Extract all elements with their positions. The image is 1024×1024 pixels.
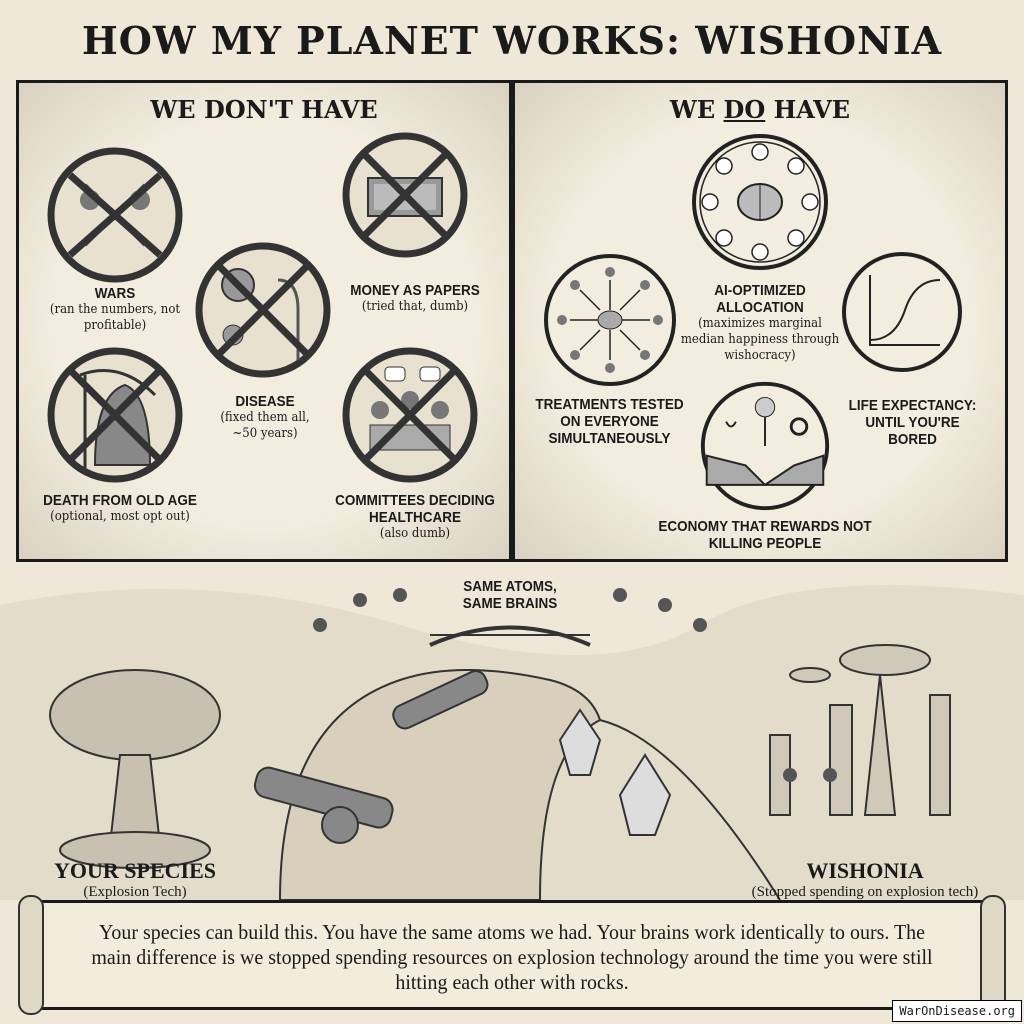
scene-center-label: SAME ATOMS, SAME BRAINS [462, 578, 558, 612]
cannon [253, 670, 489, 844]
ai-brain-icon [692, 134, 828, 270]
dont-have-heading: WE DON'T HAVE [150, 95, 378, 124]
item-treatments: TREATMENTS TESTED ON EVERYONE SIMULTANEO… [535, 396, 684, 447]
item-life-expectancy: LIFE EXPECTANCY: UNTIL YOU'RE BORED [848, 397, 977, 448]
item-wars: WARS(ran the numbers, not profitable) [49, 285, 181, 333]
item-ai-allocation: AI-OPTIMIZED ALLOCATION(maximizes margin… [680, 282, 840, 363]
page-title: HOW MY PLANET WORKS: WISHONIA [81, 18, 943, 63]
wishonia-city [769, 644, 951, 816]
item-disease: DISEASE(fixed them all, ~50 years) [220, 393, 310, 441]
scroll-banner [30, 900, 994, 1010]
people [313, 588, 837, 782]
wishonia-caption: WISHONIA(Stopped spending on explosion t… [751, 858, 979, 900]
paper-money-icon [342, 132, 468, 258]
do-have-heading: WE DO HAVE [669, 95, 851, 124]
your-species-caption: YOUR SPECIES(Explosion Tech) [54, 858, 216, 900]
scroll-right-roll [980, 895, 1006, 1015]
scroll-left-roll [18, 895, 44, 1015]
two-paths-illustration [0, 565, 1024, 900]
virus-icon [195, 242, 331, 378]
crossed-swords-icon [47, 147, 183, 283]
item-death: DEATH FROM OLD AGE(optional, most opt ou… [43, 492, 197, 524]
item-committees: COMMITTEES DECIDING HEALTHCARE(also dumb… [335, 492, 495, 541]
crystals [558, 708, 672, 836]
item-money: MONEY AS PAPERS(tried that, dumb) [350, 282, 480, 314]
treatment-distribution-icon [544, 254, 676, 386]
scroll-text: Your species can build this. You have th… [91, 920, 933, 994]
handshake-growth-icon [700, 381, 830, 511]
grim-reaper-icon [47, 347, 183, 483]
item-economy: ECONOMY THAT REWARDS NOT KILLING PEOPLE [658, 518, 872, 552]
bridge [429, 625, 591, 647]
committee-meeting-icon [342, 347, 478, 483]
watermark: WarOnDisease.org [892, 1000, 1022, 1022]
mushroom-cloud [49, 669, 221, 869]
life-expectancy-chart-icon [842, 252, 962, 372]
